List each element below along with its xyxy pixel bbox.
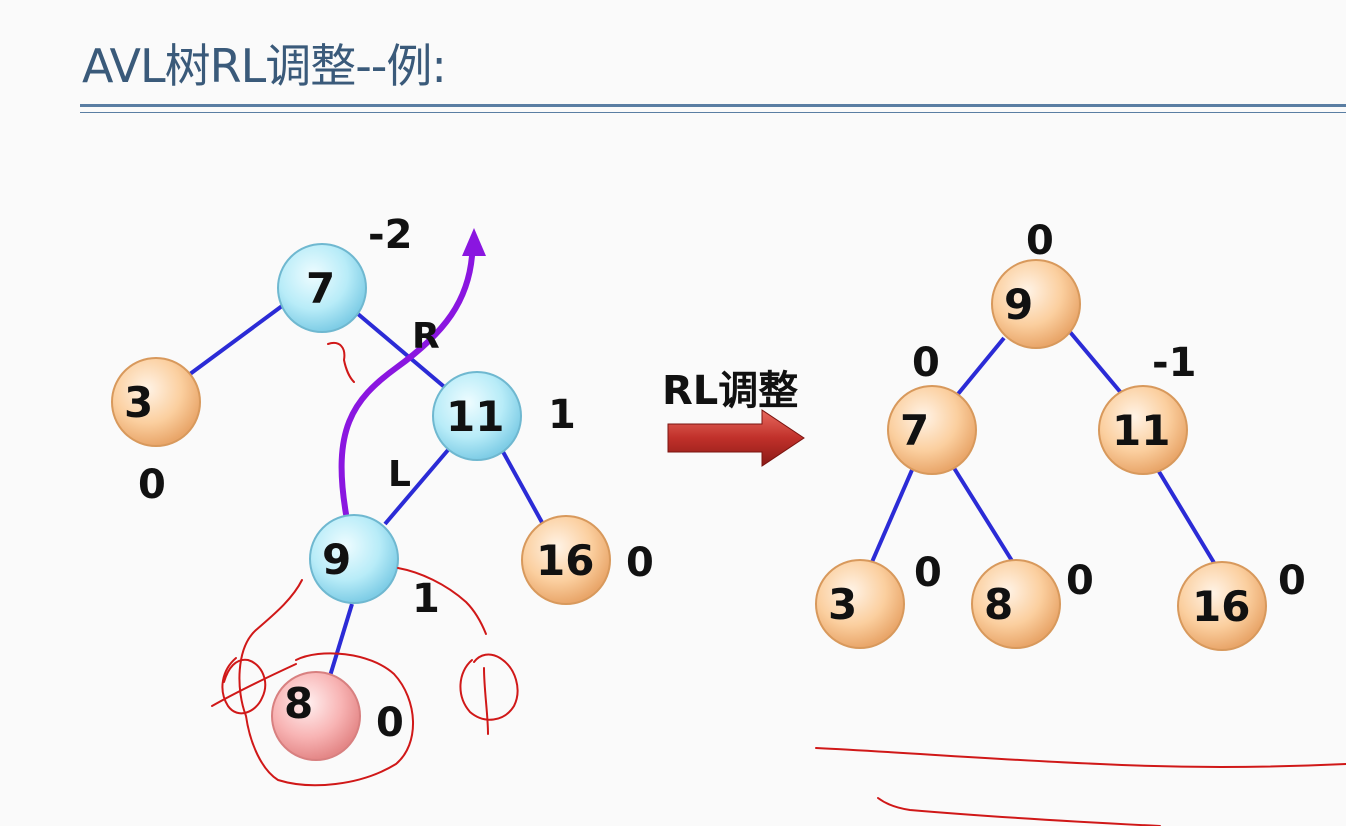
edge-11-16r — [1156, 468, 1218, 568]
edge-9-8 — [328, 603, 354, 677]
node-16-left-value: 16 — [536, 536, 594, 585]
node-9-left: 9 — [309, 514, 399, 604]
title-rule — [80, 104, 1346, 107]
edge-7-3r — [870, 469, 914, 563]
balance-11-right: -1 — [1152, 340, 1196, 386]
balance-16-left: 0 — [626, 540, 654, 586]
node-3-left-value: 3 — [124, 378, 153, 427]
ink-left-scribble — [211, 657, 297, 715]
balance-7-right: 0 — [912, 340, 940, 386]
ink-left-loop — [238, 579, 414, 787]
edge-7-11 — [356, 312, 450, 392]
node-7-left-value: 7 — [306, 264, 335, 313]
node-16-right-value: 16 — [1192, 582, 1250, 631]
rl-transform-arrow — [667, 409, 805, 467]
node-8-right-value: 8 — [984, 580, 1013, 629]
node-16-left: 16 — [521, 515, 611, 605]
node-9-right-value: 9 — [1004, 280, 1033, 329]
arrow-label: RL调整 — [662, 368, 798, 414]
balance-9-left: 1 — [412, 576, 440, 622]
edge-11-16 — [500, 449, 546, 527]
node-16-right: 16 — [1177, 561, 1267, 651]
node-8-left-value: 8 — [284, 679, 313, 728]
node-7-right-value: 7 — [900, 406, 929, 455]
handwritten-annotations — [211, 342, 1346, 826]
node-3-right: 3 — [815, 559, 905, 649]
rotation-arrow-head — [462, 228, 486, 256]
node-9-left-value: 9 — [322, 535, 351, 584]
balance-16-right: 0 — [1278, 558, 1306, 604]
edge-label-L: L — [388, 454, 411, 495]
ink-bottom-line-2 — [877, 797, 1161, 826]
node-11-right: 11 — [1098, 385, 1188, 475]
ink-bottom-line-1 — [815, 747, 1346, 768]
balance-3-right: 0 — [914, 550, 942, 596]
node-11-left: 11 — [432, 371, 522, 461]
edge-7-8r — [952, 466, 1016, 566]
left-tree-edges — [188, 304, 546, 677]
balance-8-left: 0 — [376, 700, 404, 746]
balance-11-left: 1 — [548, 392, 576, 438]
edge-7-3 — [188, 304, 284, 376]
node-7-right: 7 — [887, 385, 977, 475]
balance-8-right: 0 — [1066, 558, 1094, 604]
right-tree-edges — [870, 330, 1218, 568]
balance-9-right: 0 — [1026, 218, 1054, 264]
rotation-path — [338, 228, 486, 517]
node-11-right-value: 11 — [1112, 406, 1170, 455]
node-3-right-value: 3 — [828, 580, 857, 629]
title-rule-thin — [80, 112, 1346, 113]
node-8-left: 8 — [271, 671, 361, 761]
ink-right-loop — [459, 653, 519, 735]
edge-label-R: R — [412, 316, 440, 357]
ink-tick-under-7 — [327, 342, 355, 383]
edge-9-7 — [956, 336, 1006, 396]
edge-9-11 — [1068, 330, 1124, 396]
node-7-left: 7 — [277, 243, 367, 333]
balance-7-left: -2 — [368, 212, 412, 258]
slide-title: AVL树RL调整--例: — [82, 39, 447, 93]
ink-right-stroke — [397, 567, 487, 635]
node-8-right: 8 — [971, 559, 1061, 649]
balance-3-left: 0 — [138, 462, 166, 508]
node-11-left-value: 11 — [446, 392, 504, 441]
node-9-right: 9 — [991, 259, 1081, 349]
node-3-left: 3 — [111, 357, 201, 447]
edge-11-9 — [383, 448, 450, 526]
